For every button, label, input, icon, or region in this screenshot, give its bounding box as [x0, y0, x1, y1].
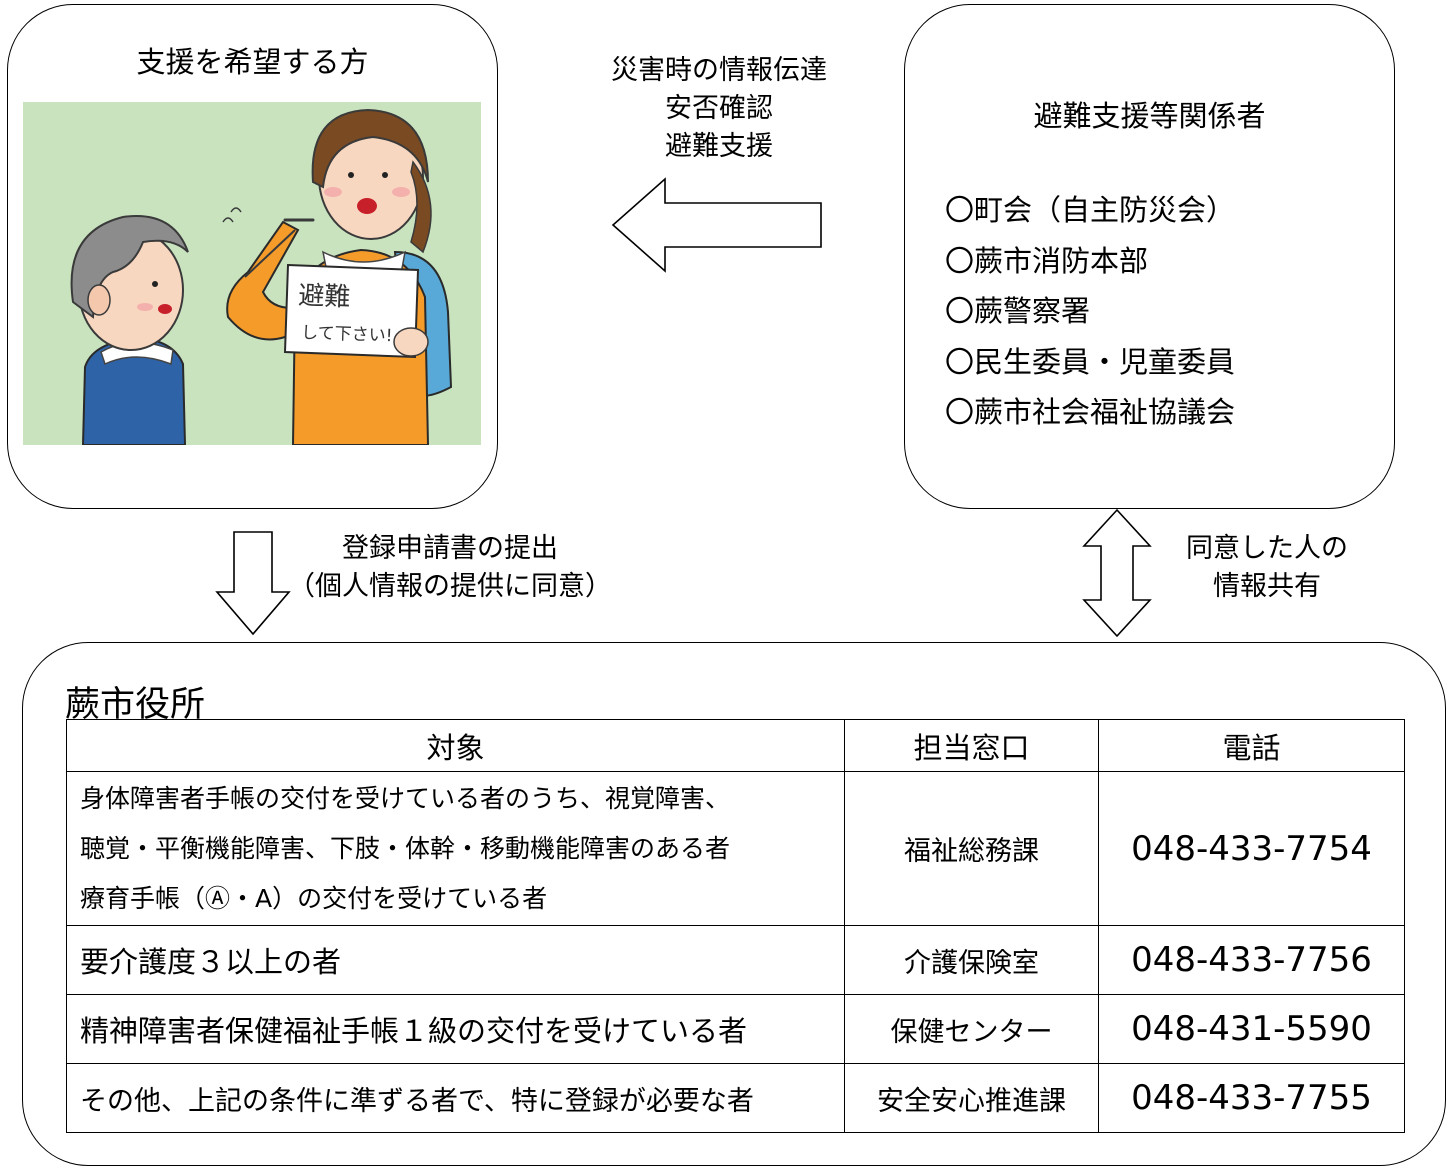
phone-cell: 048-433-7756	[1098, 925, 1405, 995]
support-flow-label-line: 安否確認	[665, 93, 773, 124]
related-parties-title: 避難支援等関係者	[1033, 99, 1266, 133]
applicant-box: 支援を希望する方	[7, 4, 498, 509]
phone-cell: 048-431-5590	[1098, 994, 1405, 1064]
submission-label-line: 登録申請書の提出	[342, 533, 558, 564]
table-row: その他、上記の条件に準ずる者で、特に登録が必要な者 安全安心推進課 048-43…	[66, 1063, 1405, 1133]
double-arrow-icon	[1082, 508, 1152, 638]
target-cell: 精神障害者保健福祉手帳１級の交付を受けている者	[66, 994, 845, 1064]
table-row: 身体障害者手帳の交付を受けている者のうち、視覚障害、 聴覚・平衡機能障害、下肢・…	[66, 771, 1405, 926]
table-row: 要介護度３以上の者 介護保険室 048-433-7756	[66, 925, 1405, 995]
list-item: 〇蕨市社会福祉協議会	[945, 395, 1236, 429]
support-flow-label-line: 避難支援	[665, 131, 773, 162]
table-header-row: 対象 担当窓口 電話	[66, 719, 1405, 772]
evacuation-illustration: 避難 して下さい!	[23, 102, 481, 445]
support-flow-label: 災害時の情報伝達 安否確認 避難支援	[580, 52, 858, 166]
info-sharing-label-line: 情報共有	[1213, 571, 1321, 602]
department-cell: 保健センター	[844, 994, 1099, 1064]
target-line: 療育手帳（Ⓐ・A）の交付を受けている者	[80, 883, 548, 913]
header-department: 担当窓口	[844, 719, 1099, 772]
list-item: 〇民生委員・児童委員	[945, 344, 1236, 379]
applicant-title: 支援を希望する方	[136, 45, 369, 79]
sign-text-line1: 避難	[298, 281, 351, 313]
city-office-title: 蕨市役所	[65, 685, 206, 725]
left-arrow-icon	[611, 177, 822, 273]
table-row: 精神障害者保健福祉手帳１級の交付を受けている者 保健センター 048-431-5…	[66, 994, 1405, 1064]
list-item: 〇町会（自主防災会）	[945, 193, 1236, 227]
target-cell: その他、上記の条件に準ずる者で、特に登録が必要な者	[66, 1063, 845, 1133]
related-parties-list: 〇町会（自主防災会） 〇蕨市消防本部 〇蕨警察署 〇民生委員・児童委員 〇蕨市社…	[945, 185, 1235, 438]
list-item: 〇蕨市消防本部	[945, 243, 1149, 278]
phone-cell: 048-433-7755	[1098, 1063, 1405, 1133]
target-cell: 身体障害者手帳の交付を受けている者のうち、視覚障害、 聴覚・平衡機能障害、下肢・…	[66, 771, 845, 926]
submission-label-line: （個人情報の提供に同意）	[288, 571, 612, 602]
related-parties-box: 避難支援等関係者 〇町会（自主防災会） 〇蕨市消防本部 〇蕨警察署 〇民生委員・…	[904, 4, 1395, 509]
list-item: 〇蕨警察署	[945, 294, 1091, 328]
contact-table: 対象 担当窓口 電話 身体障害者手帳の交付を受けている者のうち、視覚障害、 聴覚…	[66, 719, 1405, 1133]
phone-cell: 048-433-7754	[1098, 771, 1405, 926]
department-cell: 安全安心推進課	[844, 1063, 1099, 1133]
header-target: 対象	[66, 719, 845, 772]
department-cell: 介護保険室	[844, 925, 1099, 995]
info-sharing-label: 同意した人の 情報共有	[1162, 530, 1372, 606]
info-sharing-label-line: 同意した人の	[1186, 533, 1348, 564]
evacuation-sign: 避難 して下さい!	[283, 263, 429, 359]
department-cell: 福祉総務課	[844, 771, 1099, 926]
target-line: 身体障害者手帳の交付を受けている者のうち、視覚障害、	[80, 783, 731, 813]
header-phone: 電話	[1098, 719, 1405, 772]
support-flow-label-line: 災害時の情報伝達	[611, 55, 827, 86]
down-arrow-icon	[215, 531, 291, 636]
submission-label: 登録申請書の提出 （個人情報の提供に同意）	[280, 530, 620, 606]
target-cell: 要介護度３以上の者	[66, 925, 845, 995]
sign-text-line2: して下さい!	[301, 323, 393, 346]
target-line: 聴覚・平衡機能障害、下肢・体幹・移動機能障害のある者	[80, 833, 731, 863]
elderly-person-figure	[70, 215, 189, 445]
